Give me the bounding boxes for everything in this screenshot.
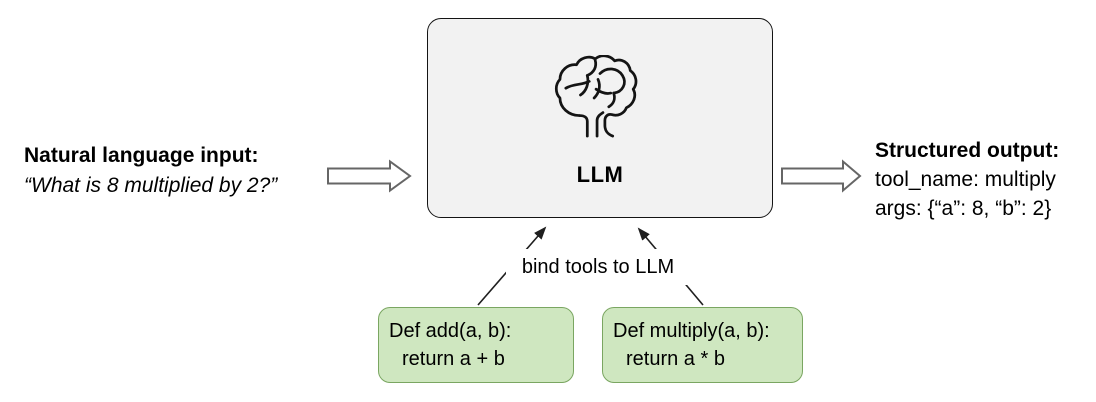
llm-box: LLM: [427, 18, 773, 218]
llm-label: LLM: [576, 162, 624, 187]
brain-icon: [554, 55, 638, 138]
tool-add-def: Def add(a, b):: [389, 320, 512, 342]
tool-box-multiply: Def multiply(a, b): return a * b: [602, 307, 803, 383]
output-args: args: {“a”: 8, “b”: 2}: [875, 197, 1052, 220]
structured-output: Structured output: tool_name: multiply a…: [875, 136, 1059, 223]
bind-tools-label: bind tools to LLM: [506, 249, 690, 285]
input-title: Natural language input:: [24, 144, 259, 167]
output-title: Structured output:: [875, 139, 1060, 162]
output-tool-name: tool_name: multiply: [875, 168, 1056, 191]
input-arrow-icon: [327, 159, 412, 193]
tool-multiply-return: return a * b: [626, 348, 725, 370]
input-query: “What is 8 multiplied by 2?”: [24, 174, 278, 197]
tool-add-return: return a + b: [402, 348, 505, 370]
tool-box-add: Def add(a, b): return a + b: [378, 307, 574, 383]
tool-multiply-def: Def multiply(a, b):: [613, 320, 770, 342]
natural-language-input: Natural language input: “What is 8 multi…: [24, 141, 277, 201]
output-arrow-icon: [781, 159, 862, 193]
